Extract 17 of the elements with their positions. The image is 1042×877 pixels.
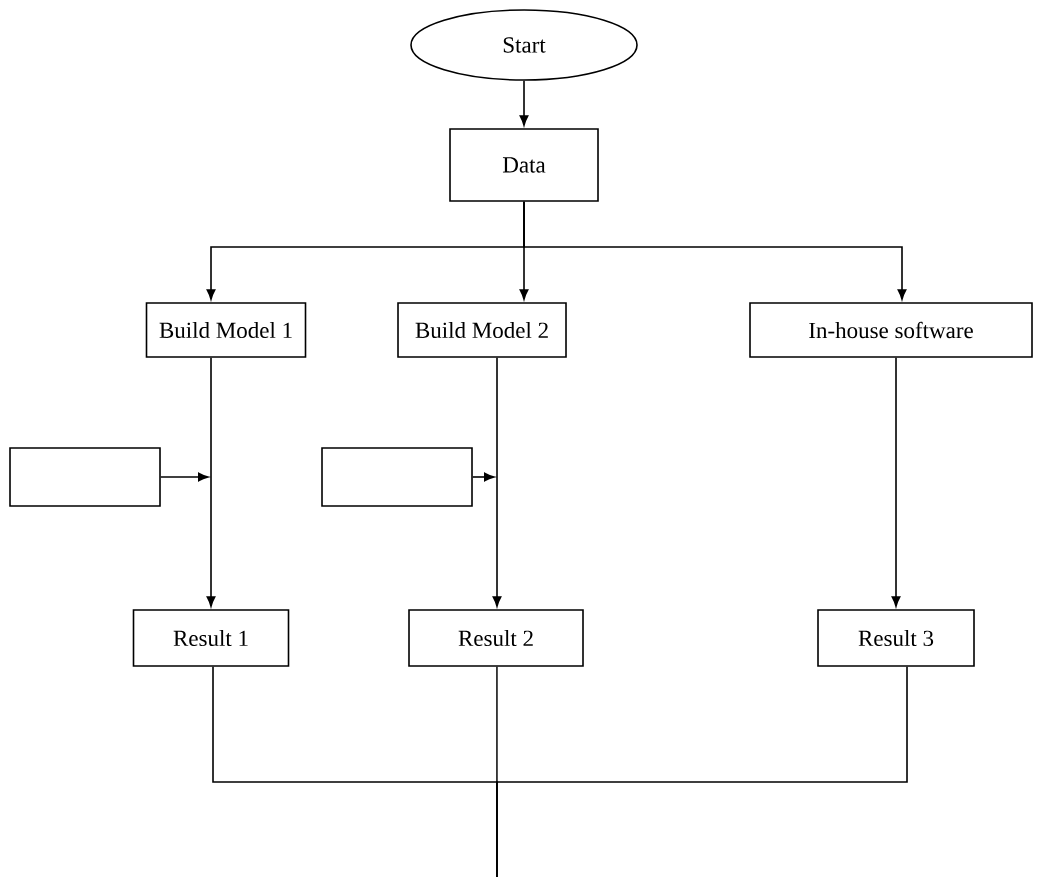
arrow [523, 201, 907, 300]
arrow [160, 472, 209, 482]
process-box: Build Model 1 [145, 302, 307, 358]
process-box: Data [449, 128, 599, 202]
input-box [321, 447, 473, 507]
arrow [472, 472, 495, 482]
arrow [519, 80, 529, 126]
arrow [206, 357, 216, 607]
connector-line [496, 666, 908, 877]
arrow [492, 357, 502, 607]
input-box [9, 447, 161, 507]
arrow [891, 357, 901, 607]
process-box: In-house software [749, 302, 1033, 358]
result-box: Result 3 [817, 609, 975, 667]
result-box: Result 1 [132, 609, 290, 667]
process-box: Build Model 2 [397, 302, 567, 358]
result-box: Result 2 [408, 609, 584, 667]
